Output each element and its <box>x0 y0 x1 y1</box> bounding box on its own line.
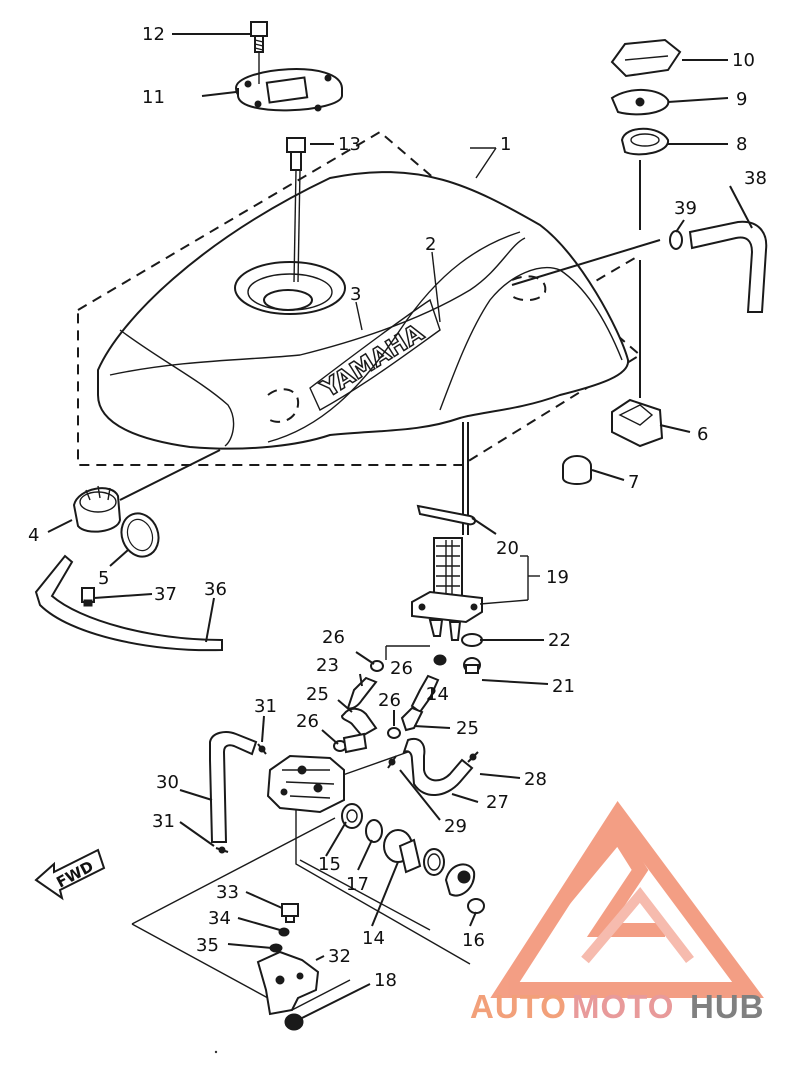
rubber-grommet-8 <box>620 127 669 156</box>
callout-5: 5 <box>98 568 109 589</box>
leader-lines <box>47 33 753 1019</box>
callout-39: 39 <box>674 198 697 219</box>
bracket-10 <box>610 38 682 78</box>
screw-33 <box>281 903 299 923</box>
callout-20: 20 <box>496 538 519 559</box>
callout-31-top: 31 <box>254 696 277 717</box>
clip-28 <box>467 751 479 763</box>
callout-17: 17 <box>346 874 369 895</box>
diaphragm-14 <box>383 829 422 874</box>
gasket-16-ring <box>423 848 445 876</box>
callout-19: 19 <box>546 567 569 588</box>
callout-26-d: 26 <box>296 711 319 732</box>
fuel-pump-body <box>266 754 345 814</box>
callout-22: 22 <box>548 630 571 651</box>
callout-7: 7 <box>628 472 639 493</box>
fuel-tank <box>97 171 630 450</box>
callout-38: 38 <box>744 168 767 189</box>
watermark-text: AUTO MOTO HUB <box>470 988 765 1025</box>
plate-9 <box>610 88 670 116</box>
callout-28: 28 <box>524 769 547 790</box>
callout-34: 34 <box>208 908 231 929</box>
callout-31-bottom: 31 <box>152 811 175 832</box>
hose-clip-39 <box>669 230 683 250</box>
watermark-auto: AUTO <box>470 988 567 1025</box>
clip-31-top <box>257 743 267 755</box>
callout-23: 23 <box>316 655 339 676</box>
callout-26-b: 26 <box>390 658 413 679</box>
watermark-moto: MOTO <box>572 988 674 1025</box>
clip-26-b <box>433 654 447 666</box>
clip-29 <box>387 755 397 769</box>
callout-36: 36 <box>204 579 227 600</box>
callout-9: 9 <box>736 89 747 110</box>
cover-4 <box>72 485 122 533</box>
hose-25-a <box>340 707 378 738</box>
clip-26-c <box>387 727 401 739</box>
callout-8: 8 <box>736 134 747 155</box>
hose-30 <box>209 731 258 843</box>
bolt-21 <box>463 657 481 674</box>
washer-22 <box>461 633 483 647</box>
clip-31-bottom <box>215 846 229 854</box>
breather-hose-38 <box>688 220 768 313</box>
hose-24 <box>410 674 440 714</box>
callout-32: 32 <box>328 946 351 967</box>
callout-2: 2 <box>425 234 436 255</box>
callout-4: 4 <box>28 525 39 546</box>
tank-assembly-boundary <box>77 130 642 466</box>
callout-21: 21 <box>552 676 575 697</box>
clip-37 <box>81 587 95 607</box>
cover-16 <box>444 863 476 897</box>
callout-25-b: 25 <box>456 718 479 739</box>
cap-bolt <box>250 21 268 84</box>
callout-11: 11 <box>142 87 165 108</box>
seal-15 <box>341 803 363 829</box>
fuel-cap <box>234 68 344 112</box>
callout-30: 30 <box>156 772 179 793</box>
print-speck <box>214 1050 218 1054</box>
screw-16 <box>467 898 485 914</box>
hose-27 <box>402 738 474 796</box>
gasket-20 <box>416 504 476 526</box>
callout-25-a: 25 <box>306 684 329 705</box>
bolt-18 <box>284 1013 304 1031</box>
callout-29: 29 <box>444 816 467 837</box>
callout-37: 37 <box>154 584 177 605</box>
callout-33: 33 <box>216 882 239 903</box>
watermark-logo <box>490 800 764 998</box>
bracket-32 <box>256 950 320 1016</box>
callout-35: 35 <box>196 935 219 956</box>
o-ring-17 <box>365 819 383 843</box>
cap-screw <box>286 137 306 283</box>
trim-strip-36 <box>34 554 223 652</box>
callout-3: 3 <box>350 284 361 305</box>
callout-14: 14 <box>362 928 385 949</box>
callout-labels: 1 2 3 4 5 6 7 8 9 10 11 12 13 14 15 16 1… <box>28 24 767 991</box>
mount-rubber-6 <box>611 398 664 448</box>
callout-13: 13 <box>338 134 361 155</box>
clamp-5 <box>120 512 160 558</box>
callout-26-c: 26 <box>378 690 401 711</box>
hose-connector <box>342 732 368 754</box>
hose-25-b <box>400 706 424 732</box>
callout-1: 1 <box>500 134 511 155</box>
callout-15: 15 <box>318 854 341 875</box>
forward-direction-marker: FWD <box>34 848 106 901</box>
callout-12: 12 <box>142 24 165 45</box>
damper-7 <box>562 455 592 485</box>
callout-18: 18 <box>374 970 397 991</box>
callout-10: 10 <box>732 50 755 71</box>
callout-26-a: 26 <box>322 627 345 648</box>
washer-34 <box>278 927 290 937</box>
fuel-strainer-19 <box>411 537 483 641</box>
callout-27: 27 <box>486 792 509 813</box>
callout-24: 24 <box>426 684 449 705</box>
watermark-hub: HUB <box>690 988 765 1025</box>
callout-16: 16 <box>462 930 485 951</box>
callout-6: 6 <box>697 424 708 445</box>
